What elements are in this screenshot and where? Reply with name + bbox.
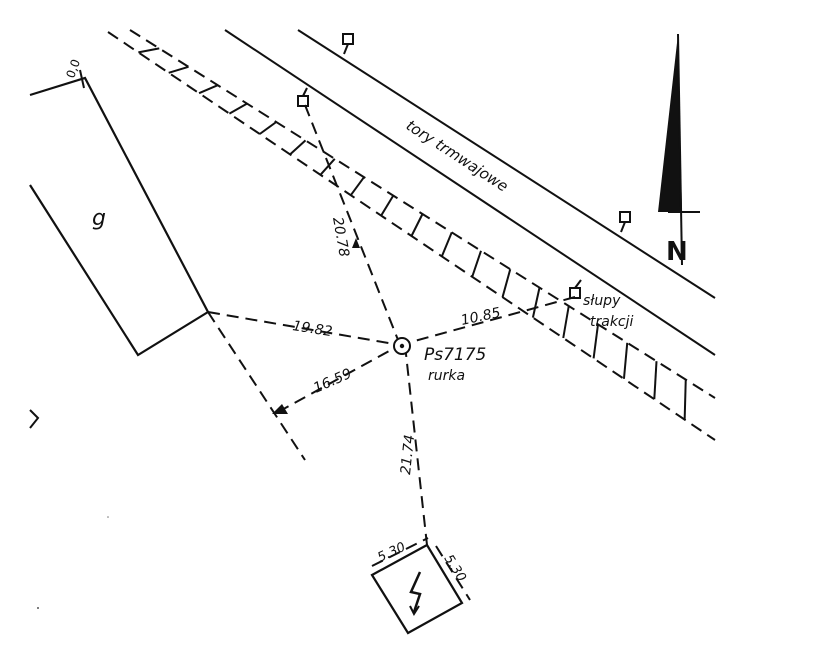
corner-arrow [79, 69, 85, 89]
pole-marker-right [619, 211, 631, 233]
track-line-upper [297, 29, 716, 299]
curb-tie [168, 65, 189, 74]
tram-tracks [224, 29, 716, 356]
curb-tie [380, 195, 395, 217]
survey-point: Ps7175 rurka [393, 337, 486, 384]
side-dim-left [371, 537, 429, 567]
transformer-outline [370, 543, 464, 635]
line-to-pole-right [399, 296, 576, 346]
curb-tie [198, 84, 219, 95]
measure-to-pole-right: 10.85 [460, 305, 503, 329]
line-to-hydrant [277, 344, 401, 413]
measure-to-hydrant: 16.59 [311, 366, 354, 397]
poles-label-line1: słupy [583, 293, 621, 309]
line-to-pole-upper [304, 104, 401, 346]
curb-tie [501, 268, 512, 298]
direction-arrow [352, 238, 360, 248]
pole-marker-traction [569, 279, 582, 299]
building-g: g 0,0 [29, 57, 210, 357]
point-type: rurka [428, 368, 465, 384]
pole-marker-upper-left [297, 87, 309, 107]
building-extension [207, 311, 306, 461]
curb-tie [440, 232, 453, 257]
curb-tie [471, 250, 482, 278]
lightning-icon [409, 571, 422, 613]
transformer-station: 5.30 5.30 [370, 537, 471, 635]
line-to-transformer [404, 344, 428, 546]
tram-poles [297, 33, 631, 299]
hydrant-marker [272, 404, 288, 414]
north-letter: N [666, 237, 688, 267]
north-arrow: N [658, 33, 700, 267]
curb-tie [289, 139, 307, 156]
poles-label-line2: trakcji [590, 314, 634, 330]
curb-ties [138, 47, 687, 420]
corner-mark: 0,0 [63, 57, 83, 80]
measure-to-transformer: 21.74 [398, 434, 418, 476]
building-label: g [92, 206, 106, 231]
curb-tie [622, 342, 629, 379]
transformer-side-left: 5.30 [375, 540, 408, 566]
measurement-lines [207, 104, 576, 546]
measure-to-building: 19.82 [291, 318, 333, 340]
curb-tie [349, 176, 365, 196]
transformer-side-right: 5.30 [441, 552, 469, 585]
point-id: Ps7175 [424, 345, 486, 365]
curb-tie [410, 213, 424, 237]
line-to-building [207, 311, 401, 346]
curb-tie [562, 305, 570, 339]
measure-to-pole-upper: 20.78 [329, 216, 352, 258]
curb-tie [259, 121, 277, 135]
curb-tie [531, 287, 541, 318]
curb-band [107, 29, 716, 441]
track-line-lower [224, 29, 716, 356]
curb-tie [138, 47, 160, 54]
north-arrow-shape [658, 34, 682, 212]
building-outline [29, 76, 210, 357]
curb-tie [319, 158, 336, 176]
survey-point-dot [399, 343, 405, 349]
fence-fragment [29, 409, 40, 429]
curb-tie [683, 379, 687, 420]
curb-tie [653, 361, 658, 400]
side-dim-right [435, 545, 471, 601]
pole-marker-top [342, 33, 354, 55]
curb-tie [592, 324, 599, 359]
curb-tie [228, 102, 248, 115]
